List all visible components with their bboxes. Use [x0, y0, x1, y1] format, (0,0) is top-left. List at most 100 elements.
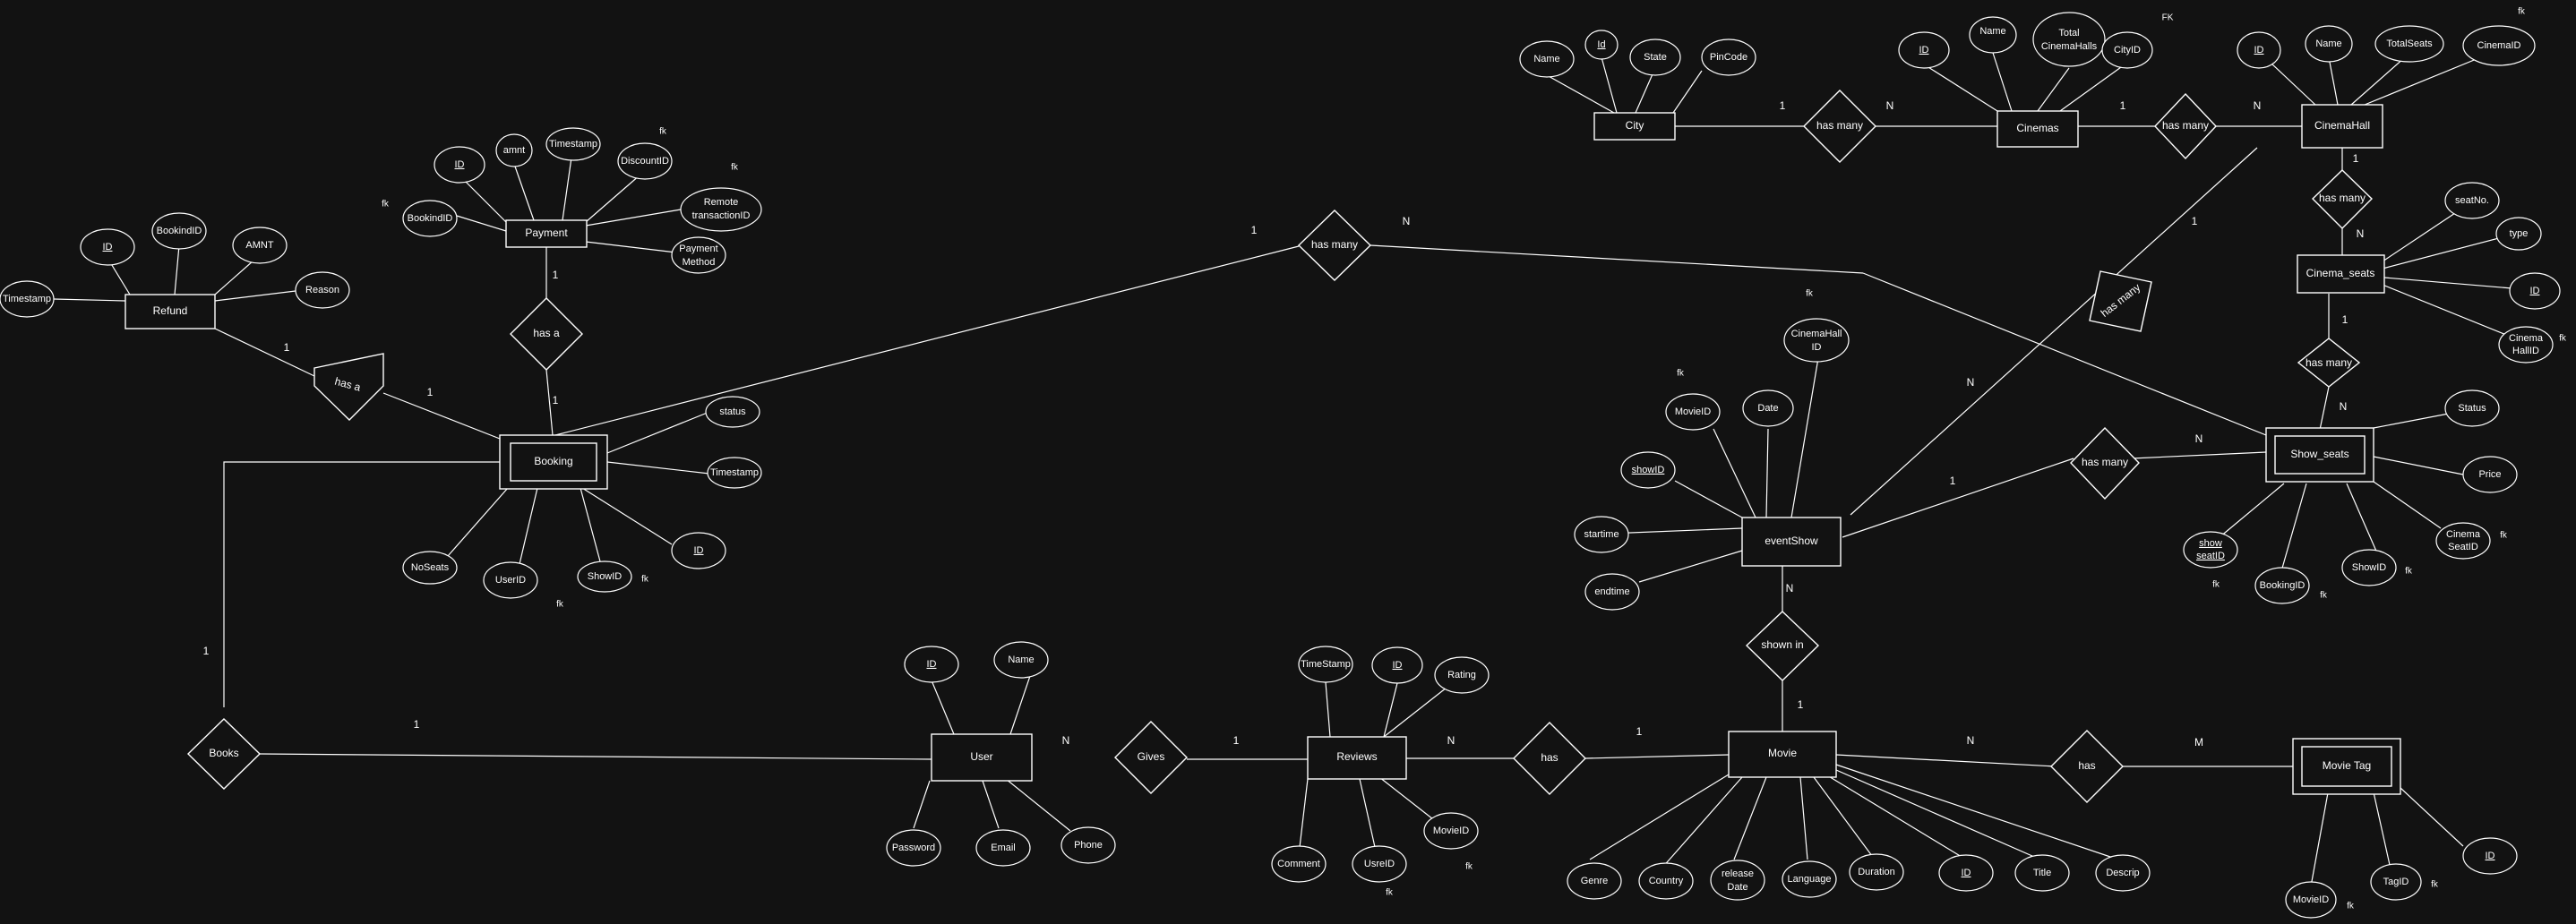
showseats-showid-attr[interactable] [2341, 549, 2397, 586]
refund-booking-relationship[interactable] [313, 353, 384, 421]
showseats-status-label: Status [2458, 403, 2486, 414]
reviews-rating-attr[interactable] [1434, 656, 1490, 694]
tag-id-attr[interactable] [2462, 837, 2518, 875]
refund-amnt-attr[interactable] [232, 227, 288, 264]
hall-totalseats-attr[interactable] [2374, 25, 2444, 63]
payment-bookingid-attr[interactable] [402, 200, 458, 237]
booking-showseats-relationship[interactable] [1297, 210, 1372, 281]
refund-entity-box[interactable] [125, 294, 216, 329]
city-id-attr[interactable] [1584, 30, 1619, 60]
booking-noseats-attr[interactable] [402, 551, 458, 585]
tag-tagid-attr[interactable] [2370, 863, 2422, 901]
hall-name-attr[interactable] [2305, 25, 2353, 63]
cinemas-name-label: Name [1979, 26, 2005, 37]
show-showid-attr[interactable] [1620, 451, 1676, 489]
shown-in-relationship[interactable] [1745, 611, 1820, 681]
reviews-timestamp-attr[interactable] [1298, 646, 1353, 683]
cinemas-name-attr[interactable] [1969, 16, 2017, 54]
show-showseats-relationship[interactable] [2070, 426, 2140, 500]
payment-timestamp-attr[interactable] [545, 127, 601, 161]
refund-timestamp-attr[interactable] [0, 280, 55, 318]
hall-show-relationship[interactable] [2089, 270, 2152, 332]
booking-status-label: status [719, 406, 746, 417]
showseats-cinemaseat-attr[interactable] [2435, 522, 2491, 560]
booking-timestamp-attr[interactable] [707, 457, 762, 489]
seats-showseats-relationship[interactable] [2297, 338, 2361, 388]
user-password-attr[interactable] [886, 829, 941, 867]
city-entity-box[interactable] [1593, 112, 1676, 141]
reviews-timestamp-label: TimeStamp [1301, 659, 1351, 670]
payment-booking-relationship[interactable] [510, 297, 583, 371]
showseats-price-attr[interactable] [2462, 456, 2518, 493]
user-entity-box[interactable] [931, 733, 1033, 782]
movie-release-attr[interactable] [1710, 860, 1765, 901]
cinema-hall-entity-box[interactable] [2301, 104, 2383, 149]
city-name-label: Name [1533, 54, 1559, 64]
city-pincode-attr[interactable] [1701, 38, 1756, 76]
reviews-movieid-attr[interactable] [1423, 812, 1479, 850]
user-phone-attr[interactable] [1060, 826, 1116, 864]
city-name-attr[interactable] [1519, 40, 1575, 78]
reviews-id-attr[interactable] [1371, 646, 1423, 684]
seats-id-attr[interactable] [2509, 272, 2561, 310]
show-endtime-attr[interactable] [1584, 573, 1640, 611]
gives-relationship[interactable] [1114, 721, 1188, 794]
payment-discountid-attr[interactable] [617, 142, 673, 180]
movie-descrip-attr[interactable] [2095, 854, 2151, 892]
cinemas-hall-relationship[interactable] [2154, 92, 2217, 160]
showseats-status-attr[interactable] [2444, 389, 2500, 427]
cinemas-totalhalls-attr[interactable] [2032, 12, 2106, 67]
movie-title-attr[interactable] [2014, 854, 2070, 892]
reviews-movie-relationship[interactable] [1513, 722, 1586, 795]
hall-seats-relationship[interactable] [2312, 169, 2373, 229]
tag-movieid-attr[interactable] [2285, 881, 2337, 919]
refund-id-label: ID [103, 242, 113, 252]
seats-seatno-attr[interactable] [2444, 182, 2500, 219]
refund-id-attr[interactable] [80, 228, 135, 266]
hall-cinemaid-attr[interactable] [2462, 25, 2536, 66]
user-email-attr[interactable] [975, 829, 1031, 867]
movie-country-attr[interactable] [1638, 862, 1694, 900]
user-id-attr[interactable] [904, 646, 959, 683]
payment-id-attr[interactable] [434, 146, 485, 184]
cinemas-entity-box[interactable] [1996, 110, 2079, 148]
show-starttime-attr[interactable] [1574, 516, 1629, 553]
movie-genre-attr[interactable] [1567, 862, 1622, 900]
cinemas-cityid-attr[interactable] [2101, 31, 2153, 69]
reviews-comment-attr[interactable] [1271, 845, 1327, 883]
showseats-showseatid-attr[interactable] [2183, 531, 2238, 569]
showseats-bookingid-attr[interactable] [2254, 567, 2310, 604]
city-cinemas-relationship[interactable] [1803, 90, 1876, 163]
show-date-attr[interactable] [1742, 389, 1794, 427]
cinemas-id-attr[interactable] [1898, 31, 1950, 69]
movie-tag-relationship[interactable] [2050, 730, 2124, 803]
event-show-entity-box[interactable] [1741, 517, 1842, 567]
refund-bookingid-attr[interactable] [151, 212, 207, 250]
cinema-seats-entity-box[interactable] [2297, 254, 2385, 294]
refund-reason-attr[interactable] [295, 271, 350, 309]
movie-id-attr[interactable] [1938, 854, 1994, 892]
show-movieid-label: MovieID [1675, 406, 1711, 417]
seats-hallid-attr[interactable] [2498, 326, 2554, 364]
city-state-attr[interactable] [1629, 38, 1681, 76]
booking-userid-attr[interactable] [483, 561, 538, 599]
reviews-userid-attr[interactable] [1352, 845, 1407, 883]
books-relationship[interactable] [186, 718, 262, 790]
reviews-entity-box[interactable] [1307, 736, 1407, 780]
seats-type-attr[interactable] [2495, 217, 2542, 251]
hall-id-attr[interactable] [2237, 31, 2281, 69]
booking-showid-attr[interactable] [577, 560, 632, 593]
movie-duration-attr[interactable] [1849, 853, 1904, 891]
cardinality-user-gives: N [1062, 734, 1070, 747]
user-name-attr[interactable] [993, 641, 1049, 679]
payment-method-attr[interactable] [671, 236, 726, 274]
payment-entity-box[interactable] [505, 219, 588, 248]
movie-entity-box[interactable] [1728, 731, 1837, 778]
payment-amnt-attr[interactable] [495, 133, 533, 167]
movie-language-attr[interactable] [1782, 860, 1837, 898]
show-hallid-attr[interactable] [1783, 318, 1850, 363]
show-movieid-attr[interactable] [1665, 393, 1721, 431]
booking-id-attr[interactable] [671, 532, 726, 569]
payment-remote-attr[interactable] [680, 187, 762, 232]
booking-status-attr[interactable] [705, 396, 760, 428]
